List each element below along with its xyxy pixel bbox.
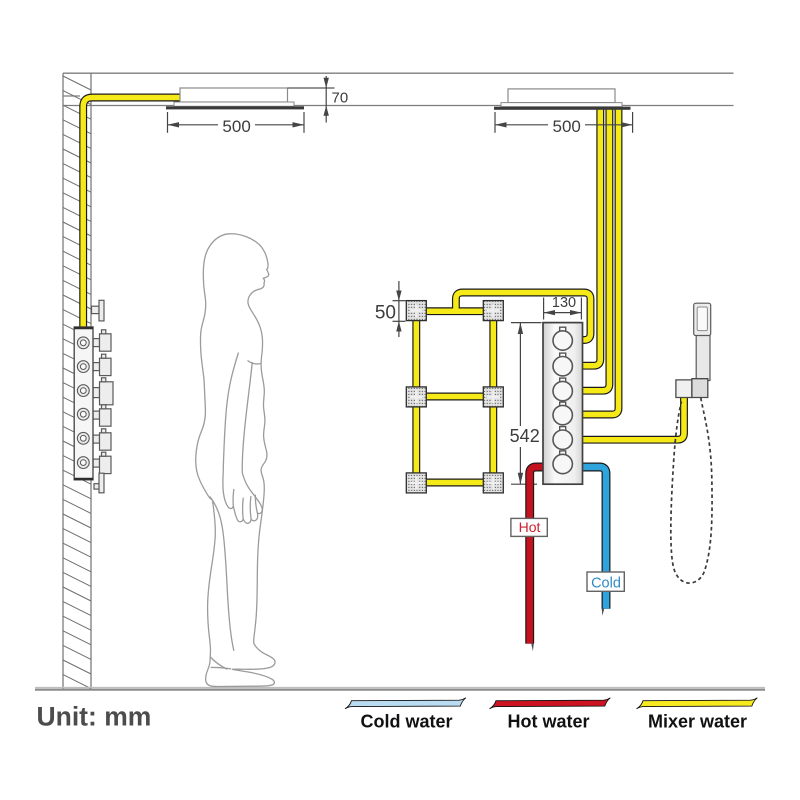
svg-text:70: 70 xyxy=(332,89,349,106)
svg-text:130: 130 xyxy=(552,295,576,311)
svg-text:50: 50 xyxy=(375,303,396,324)
svg-text:Mixer water: Mixer water xyxy=(648,711,747,731)
svg-text:Hot water: Hot water xyxy=(507,711,589,731)
svg-text:500: 500 xyxy=(222,117,250,136)
svg-text:Hot: Hot xyxy=(519,519,541,535)
svg-text:Cold: Cold xyxy=(591,575,621,591)
svg-text:542: 542 xyxy=(510,426,540,446)
svg-text:Cold water: Cold water xyxy=(360,711,452,731)
svg-text:Unit: mm: Unit: mm xyxy=(37,702,152,732)
svg-text:500: 500 xyxy=(553,117,581,136)
